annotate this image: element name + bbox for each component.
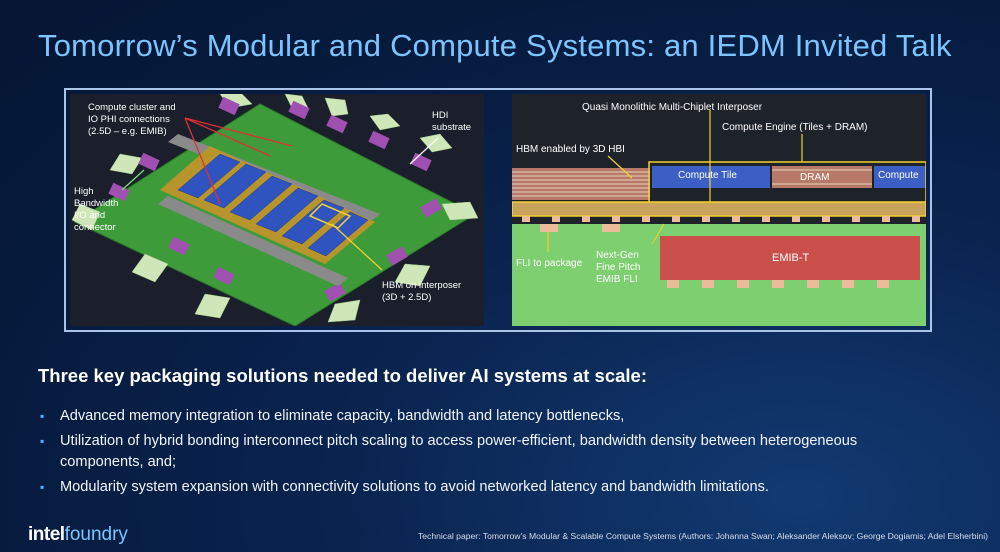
label-compute-tile: Compute Tile (678, 170, 737, 181)
bullet-square-icon: ▪ (40, 409, 45, 423)
annotation-fli-package: FLI to package (516, 258, 583, 269)
annotation-next-gen-emib: Next-Gen Fine Pitch EMIB FLI (596, 250, 641, 285)
bullet-item: ▪ Modularity system expansion with conne… (38, 477, 938, 498)
annotation-compute-cluster: Compute cluster and IO PHI connections (… (88, 102, 176, 137)
intel-foundry-logo: intelfoundry (28, 524, 128, 545)
cross-section-svg (512, 110, 926, 326)
slide-title: Tomorrow’s Modular and Compute Systems: … (38, 28, 952, 63)
left-package-illustration: Compute cluster and IO PHI connections (… (70, 94, 484, 326)
solutions-bullet-list: ▪ Advanced memory integration to elimina… (38, 406, 938, 502)
annotation-compute-engine: Compute Engine (Tiles + DRAM) (722, 122, 868, 133)
annotation-hdi-substrate: HDI substrate (432, 110, 472, 133)
figure-frame (64, 88, 932, 332)
key-solutions-heading: Three key packaging solutions needed to … (38, 365, 648, 386)
annotation-interposer: Quasi Monolithic Multi-Chiplet Interpose… (582, 102, 763, 113)
bullet-item: ▪ Advanced memory integration to elimina… (38, 406, 938, 427)
bullet-square-icon: ▪ (40, 434, 45, 448)
label-dram: DRAM (800, 172, 830, 183)
bullet-square-icon: ▪ (40, 480, 45, 494)
label-emib-t: EMIB-T (772, 252, 810, 264)
technical-paper-footnote: Technical paper: Tomorrow’s Modular & Sc… (417, 531, 988, 541)
bullet-item: ▪ Utilization of hybrid bonding intercon… (40, 433, 858, 470)
right-cross-section-illustration: Quasi Monolithic Multi-Chiplet Interpose… (512, 94, 926, 326)
package-isometric-svg (71, 94, 479, 326)
annotation-high-bandwidth: High Bandwidth I/O and connector (74, 186, 119, 233)
annotation-hbm-interposer: HBM on interposer (3D + 2.5D) (382, 280, 462, 303)
annotation-hbm-3d: HBM enabled by 3D HBI (516, 144, 625, 155)
label-compute-right: Compute (878, 170, 919, 181)
